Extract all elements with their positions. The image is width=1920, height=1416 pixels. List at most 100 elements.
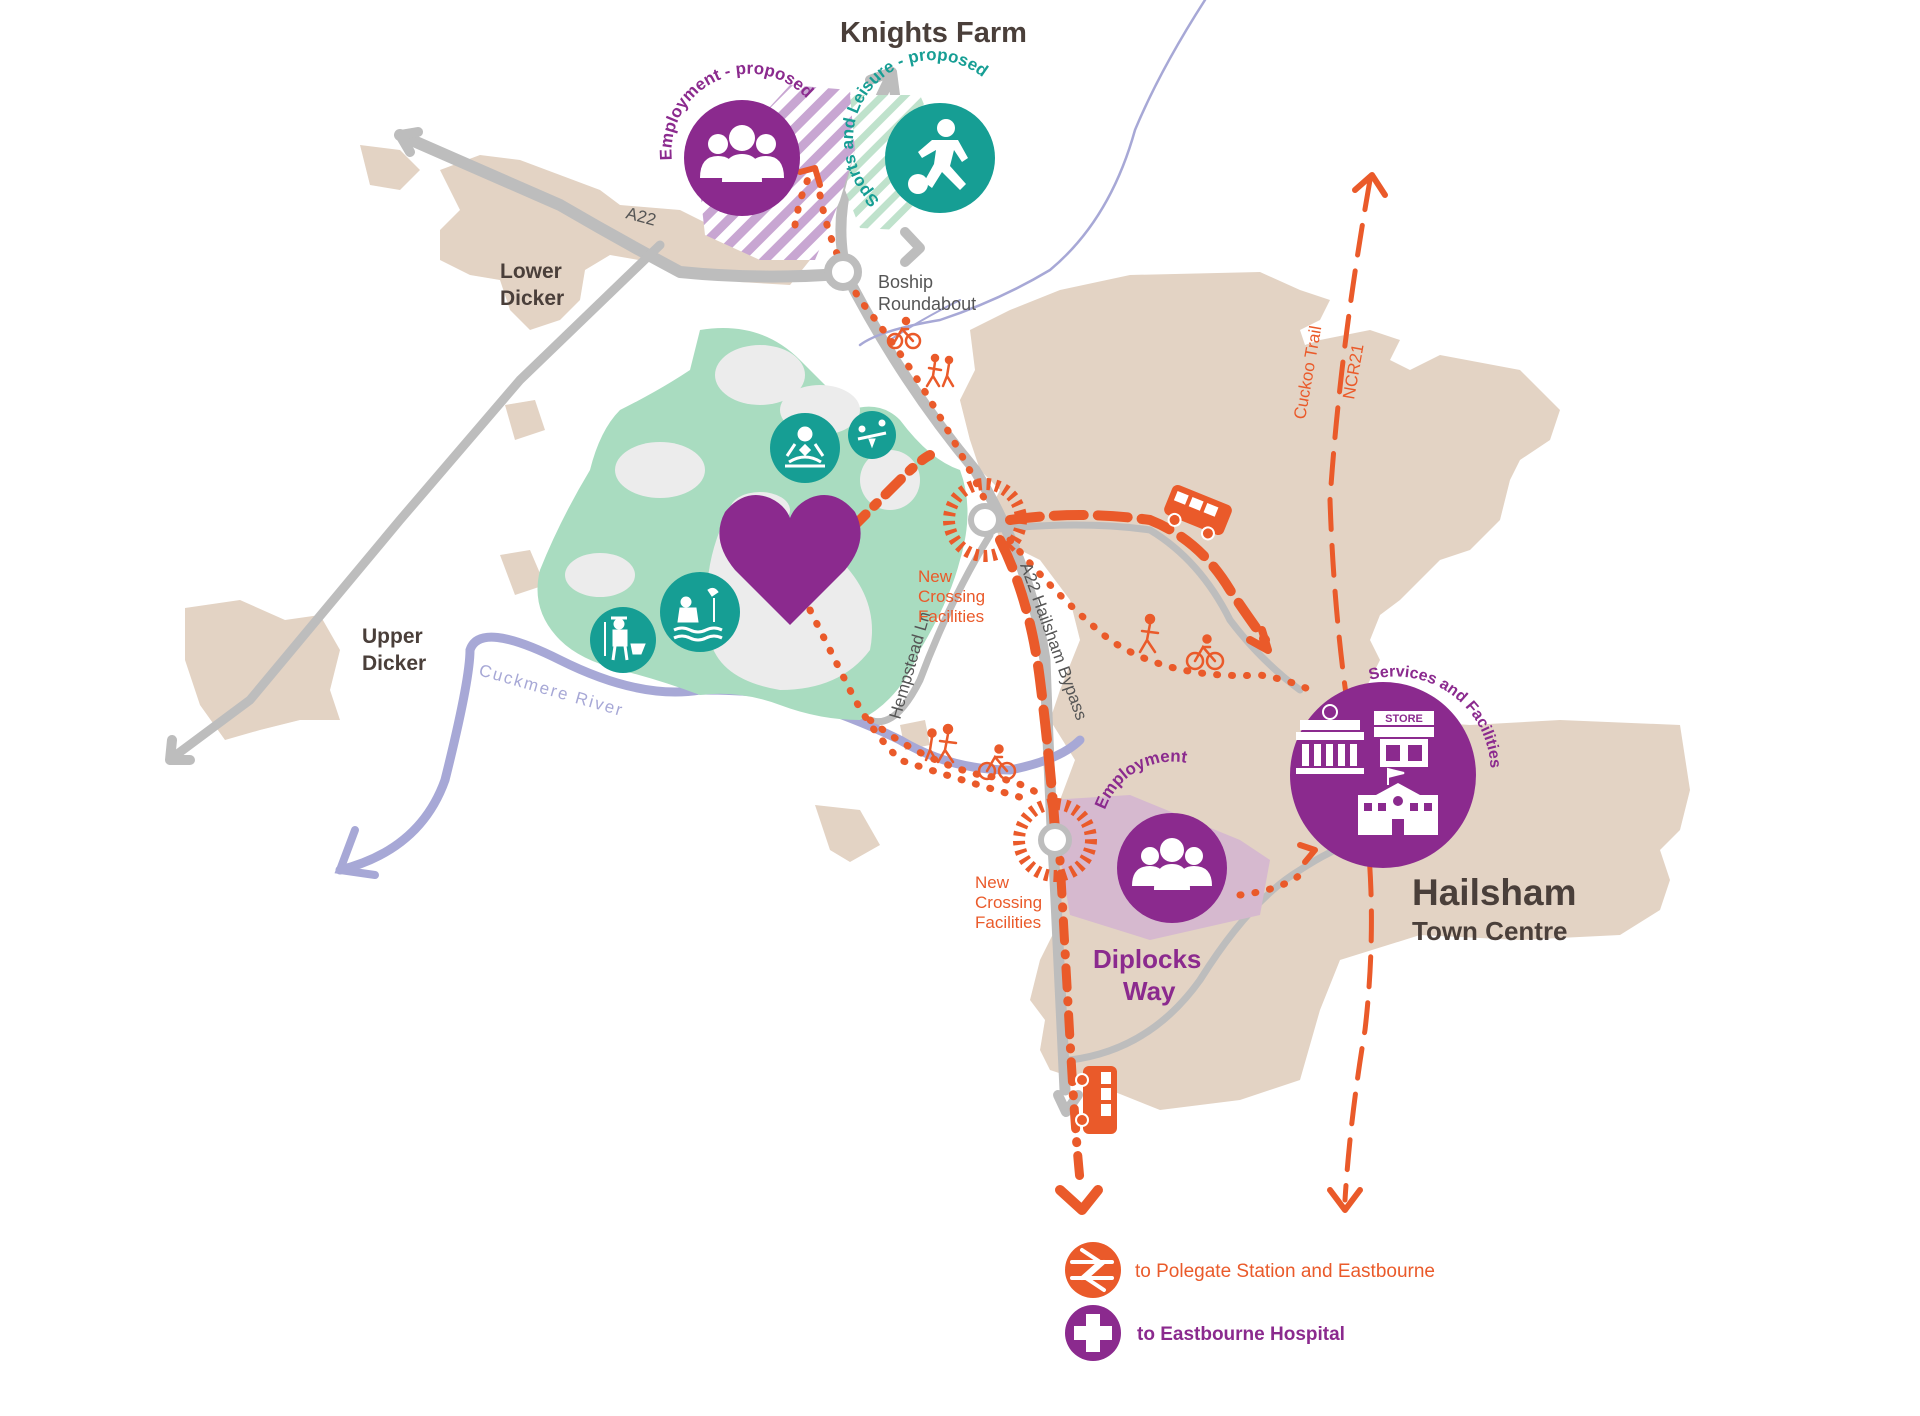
north-crossing-label-1: New [918, 567, 953, 586]
orange-routes [791, 171, 1374, 1203]
lower-dicker-west [360, 145, 420, 190]
employment-proposed-arrow [797, 165, 823, 188]
legend: to Polegate Station and Eastbourne to Ea… [1065, 1242, 1435, 1361]
bicycle-icon [977, 744, 1017, 781]
south-crossing-label-3: Facilities [975, 913, 1041, 932]
a22-road-west [394, 129, 846, 283]
seesaw-badge [848, 411, 896, 459]
walk-route-hempstead [866, 716, 1044, 799]
upper-dicker-arrow [165, 735, 195, 765]
crossing-labels: New Crossing Facilities New Crossing Fac… [918, 567, 1042, 932]
bus-arrow-east [1246, 626, 1272, 654]
bicycle-icon [886, 316, 922, 350]
walking-icon [925, 353, 955, 388]
lower-dicker-label-2: Dicker [500, 287, 564, 310]
hailsham-label: Hailsham [1412, 872, 1577, 913]
bus-route-south [1055, 855, 1085, 1185]
town-centre-label: Town Centre [1412, 916, 1568, 946]
road-arrowheads [165, 67, 1083, 1117]
heart-icon [719, 495, 861, 625]
roads [167, 72, 1364, 1096]
upper-dicker-label-1: Upper [362, 625, 423, 648]
south-crossing-burst [1013, 798, 1097, 882]
bus-route-bypass [995, 535, 1060, 835]
north-crossing-label-3: Facilities [918, 607, 984, 626]
birdwatching-icon [673, 587, 723, 642]
boship-label-1: Boship [878, 272, 933, 292]
hospital-cross [1074, 1314, 1112, 1352]
a22-bypass-road [839, 266, 1071, 1096]
active-travel-icons [886, 316, 1225, 781]
football-player-icon [908, 119, 968, 194]
diplocks-label-1: Diplocks [1093, 944, 1201, 974]
diplocks-label-2: Way [1123, 976, 1176, 1006]
roundabouts [824, 253, 1097, 882]
clearing-4 [565, 553, 635, 597]
river-label: Cuckmere River [477, 661, 626, 721]
bus-icon-south [1075, 1066, 1117, 1134]
bus-icon-east [1164, 484, 1232, 541]
people-group-icon [1132, 838, 1212, 890]
place-labels: Knights Farm Lower Dicker Upper Dicker H… [362, 17, 1577, 1006]
walking-icon [1138, 613, 1160, 654]
walk-route-boship-north-crossing [816, 191, 989, 504]
a22-north-arrow [865, 67, 900, 100]
stream-mid [889, 299, 961, 341]
walk-route-to-services [1006, 536, 1314, 694]
cuckoo-arrow-south [1327, 1187, 1363, 1213]
people-group-icon [700, 125, 784, 182]
urban-block-2 [500, 550, 545, 595]
urban-block-3 [815, 805, 880, 862]
walking-icon [924, 723, 958, 764]
south-crossing-label-1: New [975, 873, 1010, 892]
meditation-badge [770, 413, 840, 483]
legend-rail: to Polegate Station and Eastbourne [1065, 1242, 1435, 1298]
boship-east-arrow [900, 227, 925, 267]
lower-dicker-label-1: Lower [500, 260, 562, 283]
school-icon [1358, 767, 1438, 835]
cuckmere-river [335, 632, 1085, 875]
meditation-icon [785, 426, 825, 468]
rail-symbol [1070, 1248, 1114, 1292]
a22-west-arrow [395, 127, 423, 157]
legend-hospital: to Eastbourne Hospital [1065, 1305, 1345, 1361]
services-arrow [1297, 842, 1318, 865]
urban-block-1 [505, 400, 545, 440]
legend-hospital-label: to Eastbourne Hospital [1137, 1324, 1345, 1345]
bypass-south-arrow [1053, 1090, 1083, 1117]
clearing-7 [860, 450, 920, 510]
hempstead-lane [866, 531, 994, 725]
south-crossing-label-2: Crossing [975, 893, 1042, 912]
urban-lump-1 [960, 380, 1030, 450]
cuckoo-arrow-north [1352, 172, 1388, 198]
clearing-1 [715, 345, 805, 405]
upper-dicker-road [167, 240, 665, 763]
boship-label-2: Roundabout [878, 294, 976, 314]
stream-north [858, 0, 1207, 347]
store-icon: STORE [1374, 711, 1434, 767]
services-circle [1290, 682, 1476, 868]
clearing-3 [615, 442, 705, 498]
river-arrow [334, 826, 379, 879]
walk-route-employment-town [1236, 871, 1304, 899]
bicycle-icon [1185, 634, 1225, 671]
walk-route-heart-south [806, 606, 1034, 804]
north-crossing-burst [943, 478, 1027, 562]
seesaw-playground-icon [857, 419, 887, 449]
road-to-hailsham-north [986, 521, 1304, 694]
knights-farm-label: Knights Farm [840, 17, 1027, 49]
dash-route-heart-crossing [845, 450, 935, 535]
rivers [334, 0, 1207, 879]
bus-route-east [1005, 510, 1270, 645]
orange-arrowheads [797, 165, 1388, 1215]
birdwatching-badge [660, 572, 740, 652]
employment-link [791, 171, 814, 229]
bypass-arrow-south [1055, 1185, 1103, 1215]
gardener-badge [590, 607, 656, 673]
boship-roundabout [824, 253, 862, 291]
town-hall-icon [1296, 704, 1364, 774]
store-label: STORE [1385, 713, 1423, 725]
road-to-hailsham-south [1066, 836, 1364, 1064]
legend-rail-label: to Polegate Station and Eastbourne [1135, 1261, 1435, 1282]
